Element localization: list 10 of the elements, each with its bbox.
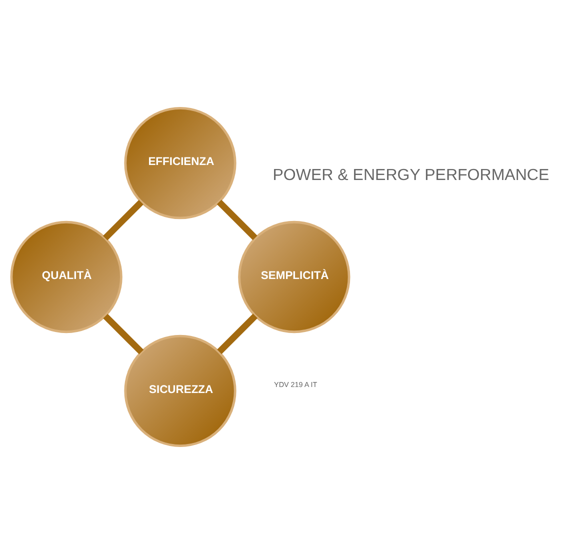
connector: [216, 199, 258, 240]
label: YDV 219 A IT: [274, 379, 318, 388]
node-circle: SICUREZZA: [124, 334, 236, 446]
node-circle: SEMPLICITÀ: [238, 220, 350, 333]
label: POWER & ENERGY PERFORMANCE: [272, 166, 550, 184]
connector: [102, 199, 144, 240]
connector: [217, 313, 258, 354]
connector: [103, 313, 144, 354]
node-circle: QUALITÀ: [10, 220, 122, 333]
node-circle: EFFICIENZA: [124, 106, 236, 219]
